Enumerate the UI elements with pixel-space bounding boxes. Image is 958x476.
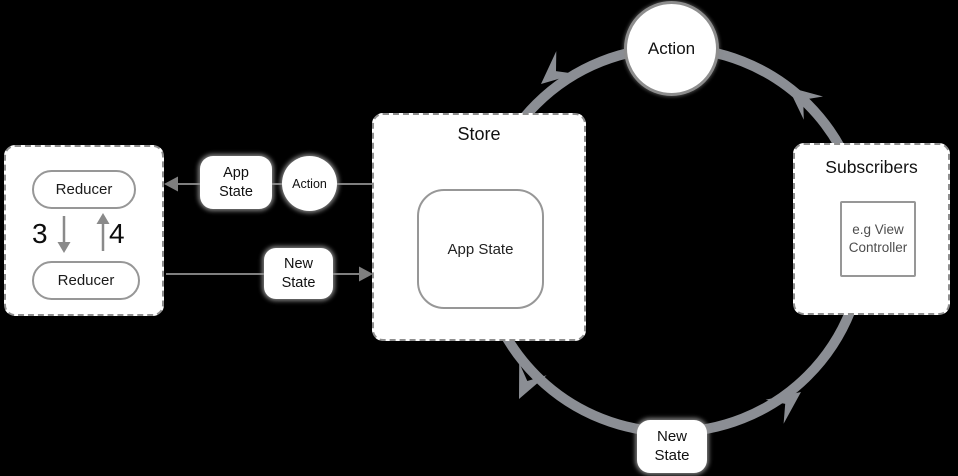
new-state-left-line2: State [281,274,316,291]
edge-label-new-state: New State [264,248,333,299]
view-controller-line1: e.g View [852,221,904,237]
edge-label-app-state: App State [200,156,272,209]
step-3-number: 3 [32,218,48,249]
new-state-bottom-line1: New [656,427,687,445]
view-controller-line2: Controller [848,240,908,255]
app-state-node: App State [417,189,544,309]
step-4-number: 4 [109,218,125,249]
arrowhead-action-to-store [541,51,576,84]
app-state-line1: App [223,165,249,182]
arrowhead-newstate-to-subscribers [765,392,801,424]
arrowhead-into-store [359,266,373,282]
reducer-node-bottom: Reducer [32,261,140,300]
reducer-top-label: Reducer [55,181,113,198]
reducer-node-top: Reducer [32,170,136,209]
action-small-label: Action [292,176,327,191]
arrowhead-subscribers-to-action [788,87,823,120]
new-state-left-line1: New [283,256,313,273]
arrowhead-store-to-newstate [519,362,547,399]
action-label: Action [647,38,696,58]
store-node: Store App State [372,113,586,341]
subscribers-title: Subscribers [825,157,918,177]
arrowhead-into-reducer [164,176,178,192]
store-title: Store [457,124,501,144]
action-node: Action [624,1,719,96]
edge-label-action: Action [282,156,337,211]
view-controller-node: e.g View Controller [840,201,916,277]
edge-label-new-state-bottom: New State [637,420,707,473]
reducer-bottom-label: Reducer [57,272,115,289]
subscribers-node: Subscribers e.g View Controller [793,143,950,315]
reducer-down-arrowhead [57,242,71,253]
reducer-up-arrowhead [96,213,110,224]
app-state-line2: State [219,183,253,200]
app-state-label: App State [447,240,514,258]
new-state-bottom-line2: State [654,446,690,464]
reducers-container: Reducer 3 4 Reducer [4,145,164,316]
